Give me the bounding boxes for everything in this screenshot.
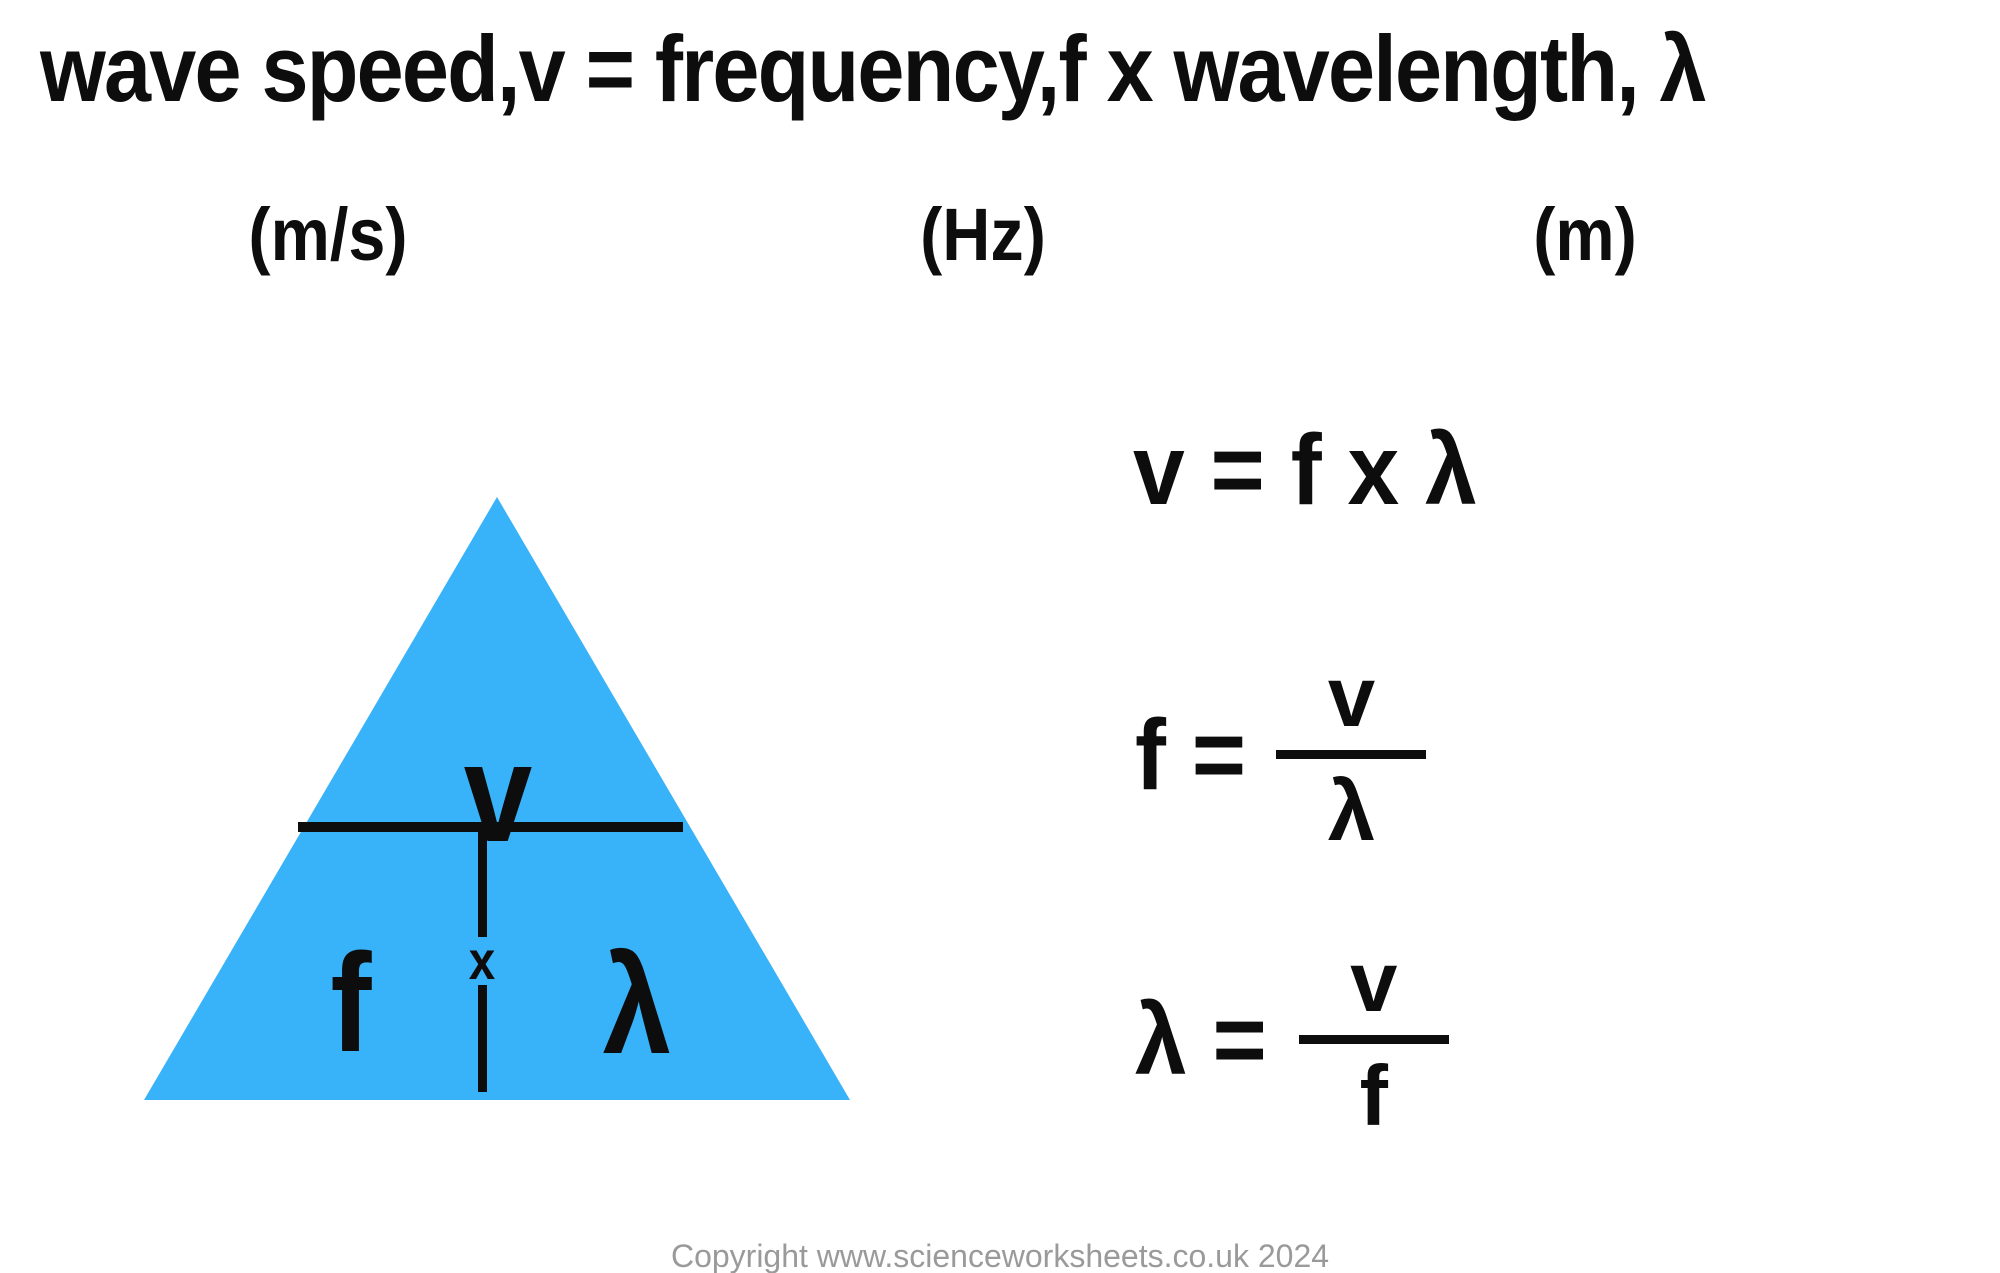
formula-frequency-denominator: λ bbox=[1327, 764, 1376, 859]
triangle-top-label: v bbox=[463, 714, 533, 871]
triangle-horizontal-divider bbox=[298, 822, 683, 832]
triangle-vertical-divider-top bbox=[478, 832, 487, 937]
triangle-bottom-right-label: λ bbox=[602, 926, 672, 1083]
formula-wavelength-denominator: f bbox=[1359, 1049, 1388, 1144]
fraction-bar bbox=[1276, 750, 1427, 759]
formula-wavelength-fraction: v f bbox=[1298, 935, 1449, 1144]
formula-triangle: v f x λ bbox=[144, 497, 850, 1100]
formula-wavelength-lhs: λ = bbox=[1135, 983, 1267, 1096]
unit-wavelength: (m) bbox=[1533, 193, 1637, 276]
formula-frequency-fraction: v λ bbox=[1276, 650, 1427, 859]
formula-frequency-numerator: v bbox=[1327, 650, 1376, 745]
page-title: wave speed,v = frequency,f x wavelength,… bbox=[40, 16, 1707, 121]
formula-frequency-lhs: f = bbox=[1135, 698, 1247, 811]
formula-v-equals-f-times-lambda: v = f x λ bbox=[1133, 414, 1477, 526]
unit-wave-speed: (m/s) bbox=[248, 193, 408, 276]
formula-wavelength-numerator: v bbox=[1350, 935, 1398, 1030]
formula-f-equals-v-over-lambda: f = v λ bbox=[1135, 650, 1427, 859]
fraction-bar bbox=[1298, 1035, 1449, 1044]
copyright-text: Copyright www.scienceworksheets.co.uk 20… bbox=[670, 1238, 1330, 1273]
triangle-vertical-divider-bottom bbox=[478, 985, 487, 1092]
unit-frequency: (Hz) bbox=[920, 193, 1046, 276]
triangle-multiply-label: x bbox=[468, 931, 496, 991]
formula-lambda-equals-v-over-f: λ = v f bbox=[1135, 940, 1449, 1139]
triangle-bottom-left-label: f bbox=[330, 924, 372, 1081]
